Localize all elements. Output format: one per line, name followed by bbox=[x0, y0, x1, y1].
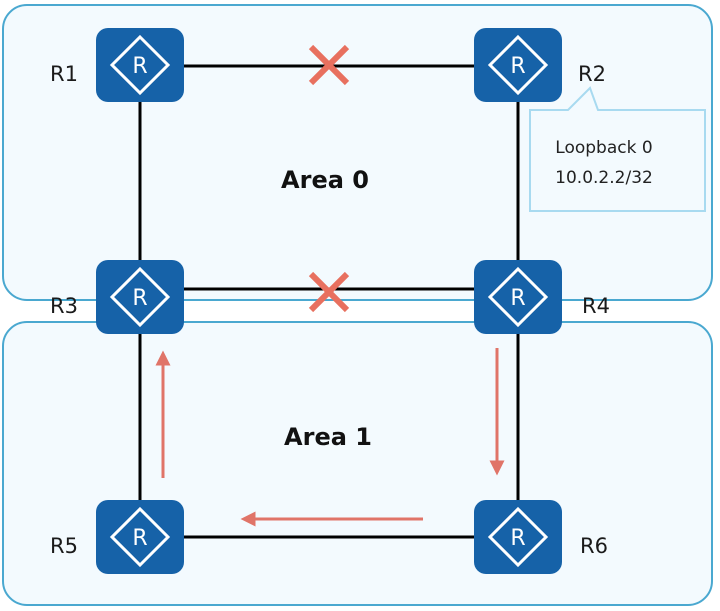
router-icon: R bbox=[487, 34, 549, 96]
area-1-label: Area 1 bbox=[284, 423, 372, 451]
router-icon: R bbox=[109, 506, 171, 568]
router-r4[interactable]: R bbox=[474, 260, 562, 334]
router-body bbox=[96, 260, 184, 334]
area-0-label: Area 0 bbox=[281, 166, 369, 194]
router-r3[interactable]: R bbox=[96, 260, 184, 334]
router-body bbox=[474, 28, 562, 102]
callout-line-1: Loopback 0 bbox=[555, 138, 652, 158]
router-icon: R bbox=[487, 506, 549, 568]
router-body bbox=[96, 28, 184, 102]
router-label-r1: R1 bbox=[50, 62, 78, 86]
router-label-r3: R3 bbox=[50, 294, 78, 318]
router-label-r6: R6 bbox=[580, 534, 608, 558]
x-mark-icon bbox=[308, 44, 350, 86]
router-label-r5: R5 bbox=[50, 534, 78, 558]
router-r2[interactable]: R bbox=[474, 28, 562, 102]
loopback-callout bbox=[529, 86, 706, 212]
router-glyph-letter: R bbox=[510, 286, 525, 311]
router-label-r2: R2 bbox=[578, 62, 606, 86]
router-label-r4: R4 bbox=[582, 294, 610, 318]
router-icon: R bbox=[487, 266, 549, 328]
router-body bbox=[474, 500, 562, 574]
router-r5[interactable]: R bbox=[96, 500, 184, 574]
router-icon: R bbox=[109, 34, 171, 96]
router-glyph-letter: R bbox=[510, 54, 525, 79]
router-icon: R bbox=[109, 266, 171, 328]
router-r1[interactable]: R bbox=[96, 28, 184, 102]
callout-line-2: 10.0.2.2/32 bbox=[555, 168, 653, 188]
router-glyph-letter: R bbox=[132, 54, 147, 79]
router-glyph-letter: R bbox=[510, 526, 525, 551]
router-glyph-letter: R bbox=[132, 286, 147, 311]
router-r6[interactable]: R bbox=[474, 500, 562, 574]
x-mark-icon bbox=[308, 271, 350, 313]
router-body bbox=[96, 500, 184, 574]
router-glyph-letter: R bbox=[132, 526, 147, 551]
router-body bbox=[474, 260, 562, 334]
